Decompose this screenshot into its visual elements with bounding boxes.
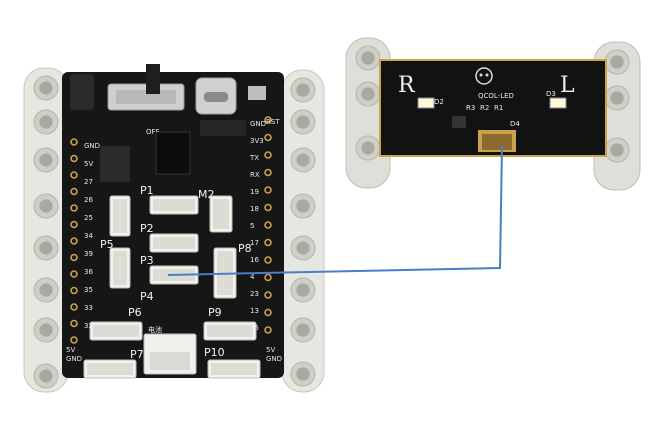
pin-label: 27 [84, 178, 93, 186]
led-left [417, 97, 435, 109]
port-label: P5 [100, 238, 114, 251]
pin-label: 5 [250, 222, 254, 230]
pin-label: GND [250, 120, 266, 128]
led-transistor [452, 116, 466, 128]
led-module-connector[interactable] [478, 130, 516, 152]
led-l-mark: L [560, 73, 575, 98]
port-label: P9 [208, 306, 222, 319]
pin-label: 34 [84, 232, 93, 240]
port-connectors [83, 195, 261, 379]
jst-connector[interactable] [203, 321, 257, 341]
pin-label: 16 [250, 256, 259, 264]
pin-label: 19 [250, 188, 259, 196]
pin-label: TX [249, 154, 259, 162]
resistor-label: R2 [480, 104, 489, 112]
power-label: 5V [66, 346, 75, 354]
led-right-id: D3 [546, 90, 556, 98]
audio-jack [70, 74, 94, 110]
jst-connector[interactable] [109, 195, 131, 237]
jst-connector[interactable] [109, 247, 131, 289]
led-left-id: D2 [434, 98, 444, 106]
resistor-label: R3 [466, 104, 475, 112]
pin-label: 15 [250, 324, 259, 332]
jst-connector[interactable] [209, 195, 233, 233]
pin-label: 26 [84, 196, 93, 204]
reset-button[interactable] [248, 86, 266, 100]
pin-label: 3V3 [250, 137, 264, 145]
port-label: P8 [238, 242, 252, 255]
battery-label: 电池 [148, 325, 162, 334]
pin-label: 35 [84, 286, 93, 294]
pin-label: 39 [84, 250, 93, 258]
pin-label: RX [250, 171, 260, 179]
switch-label: OFF [146, 128, 160, 136]
pin-label: 25 [84, 214, 93, 222]
led-right [549, 97, 567, 109]
battery-connector[interactable] [143, 333, 197, 375]
pin-label: 5V [84, 160, 93, 168]
pin-label: 23 [250, 290, 259, 298]
pin-label: 4 [250, 273, 255, 281]
power-label: GND [66, 355, 82, 363]
jst-connector[interactable] [207, 359, 261, 379]
port-label: M2 [198, 188, 215, 201]
left-lego-beam [23, 67, 69, 393]
right-pin-header [264, 116, 272, 334]
resistor-label: R1 [494, 104, 503, 112]
right-lego-beam [281, 69, 325, 393]
port-label: P2 [140, 222, 154, 235]
led-r-mark: R [398, 73, 416, 98]
robot-logo-icon [475, 67, 493, 85]
port-label: P4 [140, 290, 154, 303]
regulator-chip [100, 146, 130, 182]
pin-label: 36 [84, 268, 93, 276]
power-label: GND [266, 355, 282, 363]
power-label: 5V [266, 346, 275, 354]
main-chip [155, 131, 191, 175]
led-model-label: QCOL-LED [478, 92, 514, 100]
led-connector-id: D4 [510, 120, 520, 128]
jst-connector[interactable] [149, 233, 199, 253]
pin-label: 32 [84, 322, 93, 330]
jst-connector[interactable] [83, 359, 137, 379]
rst-label: RST [266, 118, 280, 126]
jst-connector[interactable] [149, 195, 199, 215]
port-label: P1 [140, 184, 154, 197]
pin-labels: GND5V272625343936353332GND3V3TXRX1918517… [66, 120, 282, 363]
pin-label: GND [84, 142, 100, 150]
port-label: P3 [140, 254, 154, 267]
led-module: R L QCOL-LED D2 D3 R3 R2 R1 D4 [345, 37, 641, 191]
pin-label: 17 [250, 239, 259, 247]
pin-label: 18 [250, 205, 259, 213]
port-label: P10 [204, 346, 225, 359]
left-pin-header [70, 138, 78, 344]
power-switch[interactable] [107, 64, 185, 111]
pin-label: 33 [84, 304, 93, 312]
port-label: P6 [128, 306, 142, 319]
jst-connector[interactable] [89, 321, 143, 341]
pin-label: 13 [250, 307, 259, 315]
signal-wire [167, 145, 503, 276]
port-label: P7 [130, 348, 144, 361]
